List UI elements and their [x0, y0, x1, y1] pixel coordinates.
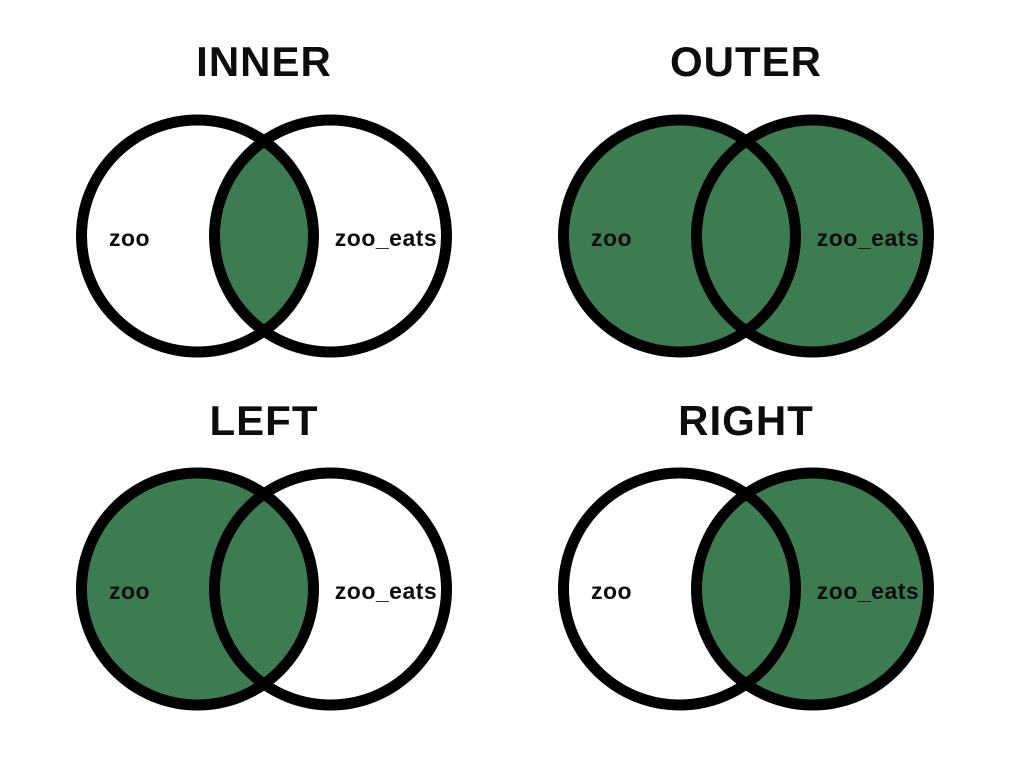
intersection-fill [696, 473, 796, 705]
right-circle-label: zoo_eats [335, 578, 437, 604]
right-circle-outline [209, 467, 452, 711]
venn-title-right: RIGHT [678, 397, 814, 444]
venn-right-join: RIGHT zoo zoo_eats [514, 397, 978, 719]
intersection-fill [214, 473, 314, 705]
venn-diagram-outer: zoo zoo_eats [558, 114, 934, 358]
left-circle-outline [76, 114, 319, 358]
left-circle-label: zoo [109, 225, 150, 251]
left-circle-outline [558, 114, 801, 358]
left-circle-label: zoo [591, 225, 632, 251]
left-circle-outline [558, 467, 801, 711]
right-circle-outline [691, 467, 934, 711]
venn-title-inner: INNER [196, 38, 332, 85]
venn-outer-join: OUTER zoo zoo_eats [514, 38, 978, 366]
right-circle-label: zoo_eats [335, 225, 437, 251]
left-circle-label: zoo [109, 578, 150, 604]
right-circle-label: zoo_eats [817, 578, 919, 604]
venn-title-outer: OUTER [670, 38, 822, 85]
left-circle-label: zoo [591, 578, 632, 604]
right-circle-label: zoo_eats [817, 225, 919, 251]
right-circle-outline [691, 114, 934, 358]
left-circle-outline [76, 467, 319, 711]
cell-outer: OUTER zoo zoo_eats [512, 0, 1024, 385]
venn-diagram-right: zoo zoo_eats [558, 467, 934, 711]
right-circle-outline [209, 114, 452, 358]
cell-inner: INNER zoo zoo_eats [0, 0, 512, 385]
intersection-fill [696, 120, 796, 352]
cell-right: RIGHT zoo zoo_eats [512, 385, 1024, 771]
venn-title-left: LEFT [209, 397, 319, 444]
cell-left: LEFT zoo zoo_eats [0, 385, 512, 771]
venn-diagram-inner: zoo zoo_eats [76, 114, 452, 358]
venn-inner-join: INNER zoo zoo_eats [32, 38, 496, 366]
intersection-fill [214, 120, 314, 352]
venn-left-join: LEFT zoo zoo_eats [32, 397, 496, 719]
venn-diagram-left: zoo zoo_eats [76, 467, 452, 711]
